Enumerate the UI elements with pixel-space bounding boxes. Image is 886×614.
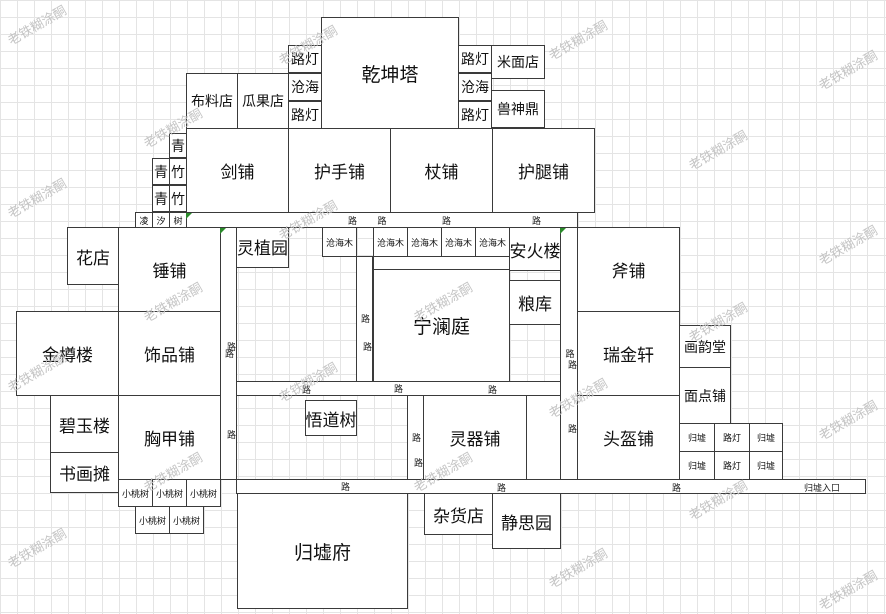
anhuo-tower[interactable]: 安火楼 <box>509 227 561 271</box>
canghai-1[interactable]: 沧海 <box>288 73 322 101</box>
bamboo-qing-2[interactable]: 青 <box>152 158 170 185</box>
road-right-label-3: 路 <box>566 424 576 434</box>
street-lamp-5[interactable]: 路灯 <box>714 423 750 452</box>
qiankun-tower[interactable]: 乾坤塔 <box>321 17 459 129</box>
rice-noodle-shop[interactable]: 米面店 <box>491 45 545 79</box>
tree-xi[interactable]: 汐 <box>152 212 170 228</box>
watermark: 老铁糊涂酮 <box>686 128 751 174</box>
canghai-wood-5[interactable]: 沧海木 <box>475 227 510 257</box>
road-top[interactable]: 路 <box>186 212 578 228</box>
staff-shop[interactable]: 杖铺 <box>390 128 493 213</box>
watermark: 老铁糊涂酮 <box>546 18 611 64</box>
jade-tower[interactable]: 碧玉楼 <box>50 395 119 453</box>
watermark: 老铁糊涂酮 <box>816 223 881 269</box>
watermark: 老铁糊涂酮 <box>5 526 70 572</box>
guixu-1[interactable]: 归墟 <box>679 423 715 452</box>
ruijin-pavilion[interactable]: 瑞金轩 <box>577 311 680 396</box>
canghai-wood-3[interactable]: 沧海木 <box>407 227 442 257</box>
road-right-vertical[interactable]: 路 <box>560 227 578 480</box>
cloth-shop[interactable]: 布料店 <box>186 73 238 129</box>
road-right-label-2: 路 <box>566 360 576 370</box>
inner-strip <box>373 256 510 270</box>
general-store[interactable]: 杂货店 <box>424 493 493 535</box>
granary[interactable]: 粮库 <box>509 280 561 325</box>
block-right-of-artifact <box>526 395 561 480</box>
road-middle-label-3: 路 <box>488 386 498 396</box>
watermark: 老铁糊涂酮 <box>816 568 881 614</box>
peach-tree-5[interactable]: 小桃树 <box>169 506 204 534</box>
road-bottom[interactable]: 路 <box>236 479 866 494</box>
road-left-label-3: 路 <box>225 430 235 440</box>
canghai-wood-1[interactable]: 沧海木 <box>322 227 357 257</box>
road-bottom-label-2: 路 <box>497 484 507 494</box>
flower-shop[interactable]: 花店 <box>67 227 119 285</box>
street-lamp-2[interactable]: 路灯 <box>288 101 322 129</box>
guixu-2[interactable]: 归墟 <box>749 423 783 452</box>
sword-shop[interactable]: 剑铺 <box>186 128 289 213</box>
bamboo-qing-3[interactable]: 青 <box>152 185 170 212</box>
watermark: 老铁糊涂酮 <box>816 48 881 94</box>
painting-stall[interactable]: 书画摊 <box>50 452 119 493</box>
gauntlet-shop[interactable]: 护手铺 <box>288 128 391 213</box>
bamboo-qing-1[interactable]: 青 <box>169 133 187 158</box>
bamboo-zhu-1[interactable]: 竹 <box>169 158 187 185</box>
legguard-shop[interactable]: 护腿铺 <box>492 128 595 213</box>
tree-ling[interactable]: 凌 <box>135 212 153 228</box>
beast-god-cauldron[interactable]: 兽神鼎 <box>491 90 545 128</box>
tree-shu[interactable]: 树 <box>169 212 187 228</box>
road-middle-label-1: 路 <box>302 386 312 396</box>
painting-hall[interactable]: 画韵堂 <box>679 325 731 368</box>
golden-goblet-tower[interactable]: 金樽楼 <box>16 311 119 396</box>
peach-tree-1[interactable]: 小桃树 <box>118 479 153 507</box>
street-lamp-6[interactable]: 路灯 <box>714 451 750 480</box>
road-top-label-4: 路 <box>532 217 542 227</box>
canghai-2[interactable]: 沧海 <box>458 73 492 101</box>
quiet-garden[interactable]: 静思园 <box>492 493 561 549</box>
road-middle[interactable]: 路 <box>236 381 561 396</box>
chestplate-shop[interactable]: 胸甲铺 <box>118 395 221 480</box>
guixu-3[interactable]: 归墟 <box>679 451 715 480</box>
guixu-mansion[interactable]: 归墟府 <box>237 493 408 609</box>
road-inner-label-2: 路 <box>361 342 371 352</box>
guixu-4[interactable]: 归墟 <box>749 451 783 480</box>
guixu-entrance[interactable]: 归墟入口 <box>804 484 841 494</box>
street-lamp-4[interactable]: 路灯 <box>458 101 492 129</box>
marker-1 <box>186 213 192 219</box>
watermark: 老铁糊涂酮 <box>5 176 70 222</box>
canghai-wood-4[interactable]: 沧海木 <box>441 227 476 257</box>
helmet-shop[interactable]: 头盔铺 <box>577 395 680 480</box>
peach-tree-4[interactable]: 小桃树 <box>135 506 170 534</box>
canghai-wood-2[interactable]: 沧海木 <box>373 227 408 257</box>
spirit-artifact-shop[interactable]: 灵器铺 <box>423 395 527 480</box>
road-left-vertical[interactable]: 路 <box>220 227 237 480</box>
enlightenment-tree[interactable]: 悟道树 <box>305 400 357 436</box>
peach-tree-3[interactable]: 小桃树 <box>186 479 221 507</box>
bamboo-zhu-2[interactable]: 竹 <box>169 185 187 212</box>
marker-2 <box>220 228 226 234</box>
ninglan-court[interactable]: 宁澜庭 <box>373 269 510 382</box>
watermark: 老铁糊涂酮 <box>5 3 70 49</box>
pastry-shop[interactable]: 面点铺 <box>679 367 731 424</box>
peach-tree-2[interactable]: 小桃树 <box>152 479 187 507</box>
street-lamp-3[interactable]: 路灯 <box>458 45 492 73</box>
road-top-label-3: 路 <box>442 217 452 227</box>
hammer-shop[interactable]: 锤铺 <box>118 227 221 312</box>
watermark: 老铁糊涂酮 <box>546 546 611 592</box>
watermark: 老铁糊涂酮 <box>816 398 881 444</box>
axe-shop[interactable]: 斧铺 <box>577 227 680 312</box>
road-bottom-label-3: 路 <box>672 484 682 494</box>
road-left-label-2: 路 <box>225 342 235 352</box>
road-inner-vertical[interactable]: 路 <box>356 256 373 382</box>
marker-3 <box>560 228 566 234</box>
fruit-shop[interactable]: 瓜果店 <box>237 73 289 129</box>
road-top-label-2: 路 <box>348 217 358 227</box>
accessory-shop[interactable]: 饰品铺 <box>118 311 221 396</box>
road-lower-label-2: 路 <box>412 458 422 468</box>
street-lamp-1[interactable]: 路灯 <box>288 45 322 73</box>
spirit-plant-garden[interactable]: 灵植园 <box>236 227 289 268</box>
